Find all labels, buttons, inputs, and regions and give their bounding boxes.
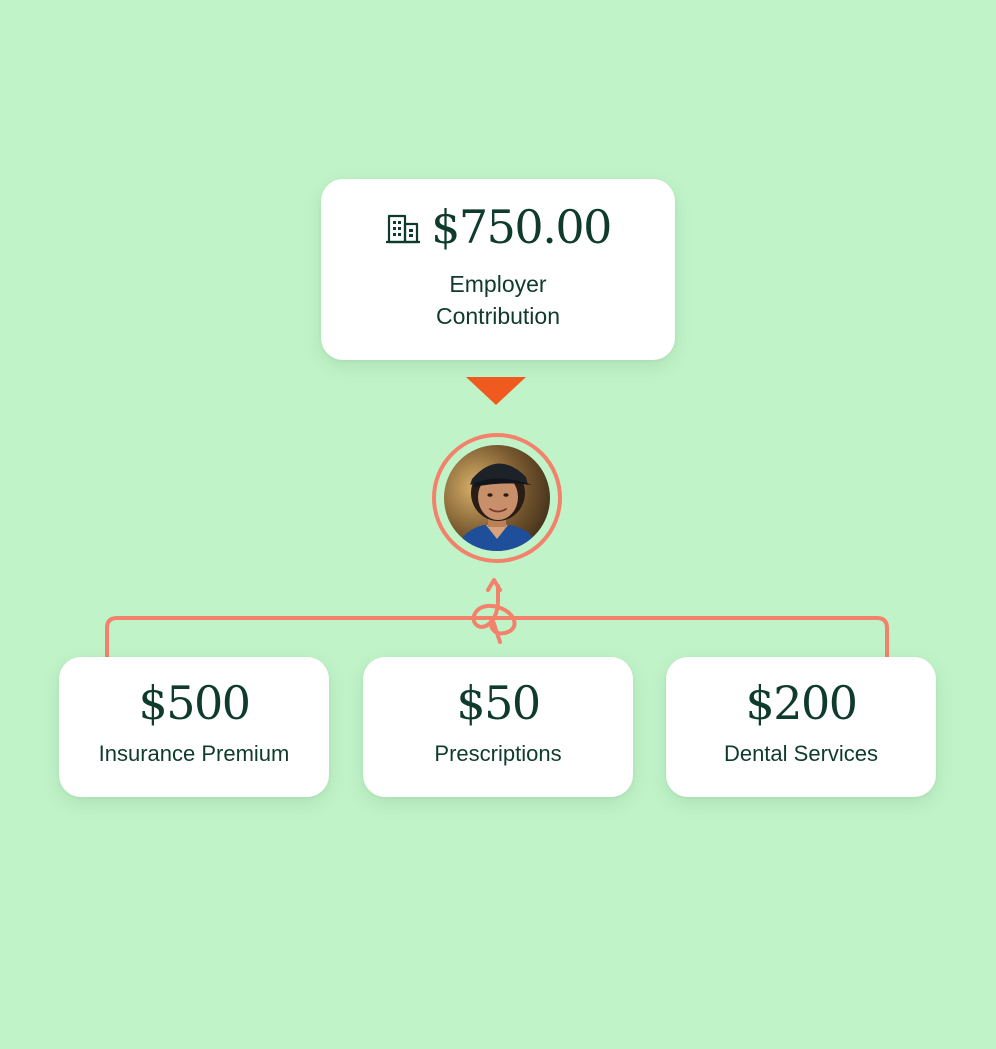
expense-label: Dental Services	[723, 741, 879, 766]
employer-label: Employer Contribution	[435, 270, 561, 329]
building-icon	[386, 214, 421, 243]
expense-card-insurance-premium: $500 Insurance Premium	[59, 657, 329, 797]
expense-amount: $50	[456, 676, 541, 730]
expense-label: Prescriptions	[434, 741, 562, 766]
employer-amount: $750.00	[431, 199, 612, 254]
employee-avatar	[444, 445, 550, 551]
employer-contribution-card: $750.00 Employer Contribution	[321, 179, 675, 360]
expense-card-prescriptions: $50 Prescriptions	[363, 657, 633, 797]
expense-card-dental-services: $200 Dental Services	[666, 657, 936, 797]
expense-amount: $200	[745, 676, 858, 730]
down-arrow-icon	[466, 377, 526, 405]
employer-amount-row: $750.00	[385, 199, 612, 254]
expense-label: Insurance Premium	[98, 741, 290, 766]
avatar-ring	[432, 433, 562, 563]
expense-amount: $500	[138, 676, 251, 730]
